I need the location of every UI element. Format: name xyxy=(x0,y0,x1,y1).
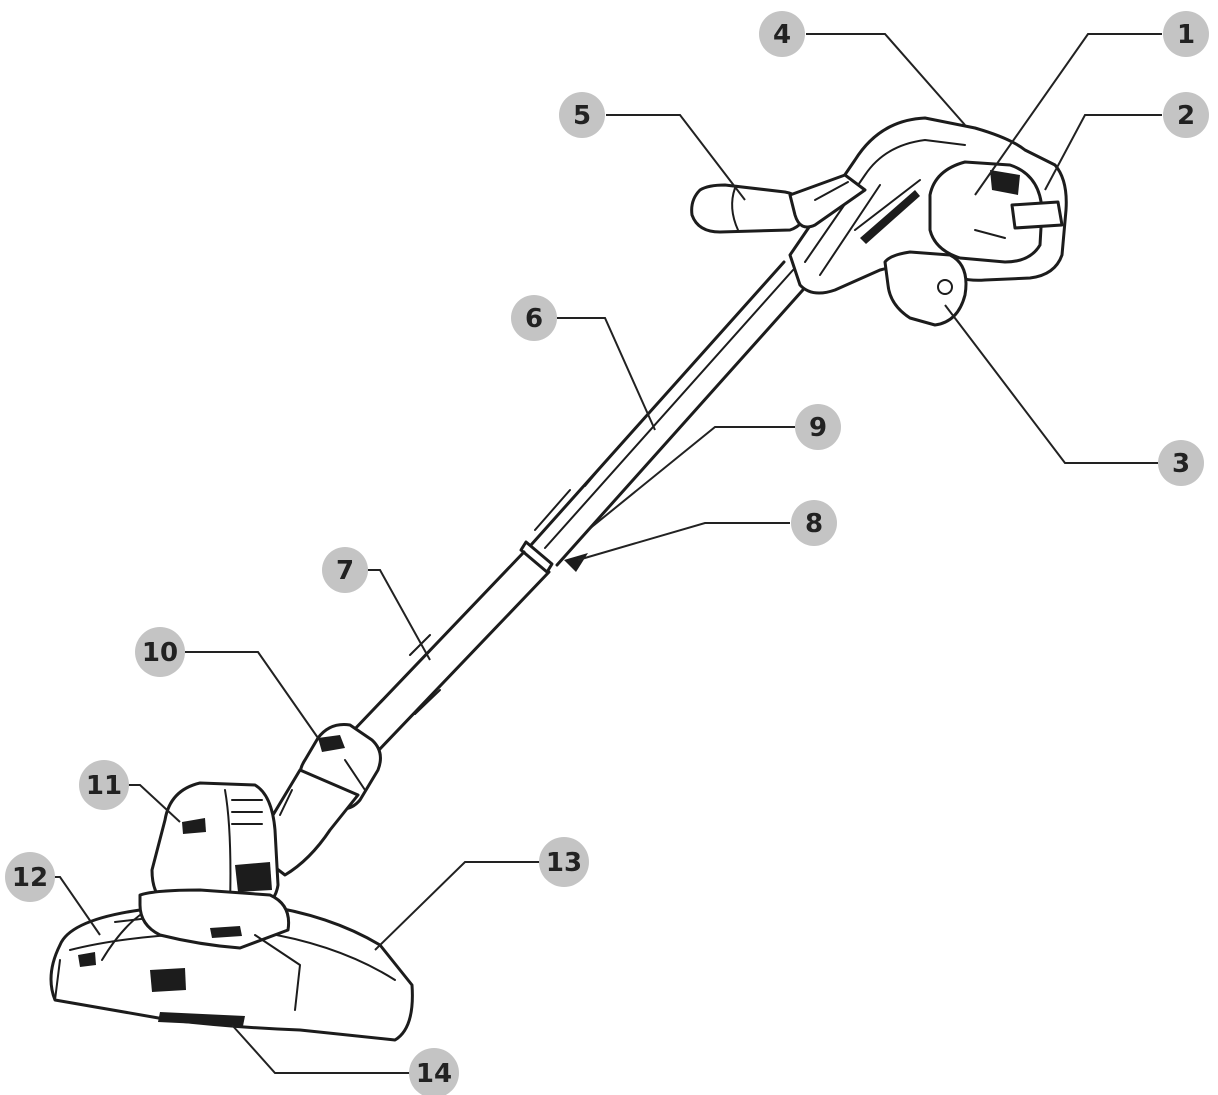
callout-10: 10 xyxy=(135,627,185,677)
trimmer-illustration xyxy=(49,116,1068,1042)
leader-14 xyxy=(231,1024,410,1074)
svg-text:14: 14 xyxy=(416,1059,452,1089)
svg-text:4: 4 xyxy=(773,20,791,50)
callout-1: 1 xyxy=(1163,11,1209,57)
callout-14: 14 xyxy=(409,1048,459,1095)
leader-5 xyxy=(606,114,746,201)
leader-12 xyxy=(54,876,101,936)
svg-text:7: 7 xyxy=(336,556,354,586)
callout-12: 12 xyxy=(5,852,55,902)
upper-shaft xyxy=(529,260,812,567)
svg-text:1: 1 xyxy=(1177,20,1195,50)
svg-text:10: 10 xyxy=(142,638,178,668)
rear-handle xyxy=(788,116,1068,327)
callout-8: 8 xyxy=(791,500,837,546)
leader-3 xyxy=(944,304,1158,464)
callout-6: 6 xyxy=(511,295,557,341)
leader-2 xyxy=(1044,114,1162,191)
leader-8 xyxy=(577,522,790,561)
leader-10 xyxy=(185,651,319,739)
assist-handle xyxy=(690,173,867,234)
callout-3: 3 xyxy=(1158,440,1204,486)
callout-5: 5 xyxy=(559,92,605,138)
callout-11: 11 xyxy=(79,760,129,810)
svg-text:12: 12 xyxy=(12,863,48,893)
svg-text:13: 13 xyxy=(546,848,582,878)
callout-2: 2 xyxy=(1163,92,1209,138)
lower-shaft xyxy=(350,550,551,754)
leader-4 xyxy=(806,33,966,126)
svg-text:9: 9 xyxy=(809,413,827,443)
leader-1 xyxy=(974,33,1162,196)
leader-lines xyxy=(54,33,1162,1074)
callout-4: 4 xyxy=(759,11,805,57)
motor-housing xyxy=(150,781,280,912)
svg-text:6: 6 xyxy=(525,304,543,334)
telescopic-collar xyxy=(519,540,588,574)
leader-11 xyxy=(128,784,181,823)
callout-9: 9 xyxy=(795,404,841,450)
leader-6 xyxy=(557,317,656,431)
leader-9 xyxy=(587,426,795,531)
svg-text:3: 3 xyxy=(1172,449,1190,479)
svg-text:8: 8 xyxy=(805,509,823,539)
svg-text:2: 2 xyxy=(1177,101,1195,131)
leader-7 xyxy=(366,569,431,661)
svg-text:5: 5 xyxy=(573,101,591,131)
callout-13: 13 xyxy=(539,837,589,887)
svg-text:11: 11 xyxy=(86,771,122,801)
callout-7: 7 xyxy=(322,547,368,593)
grass-guard xyxy=(49,888,414,1042)
leader-13 xyxy=(374,861,540,951)
